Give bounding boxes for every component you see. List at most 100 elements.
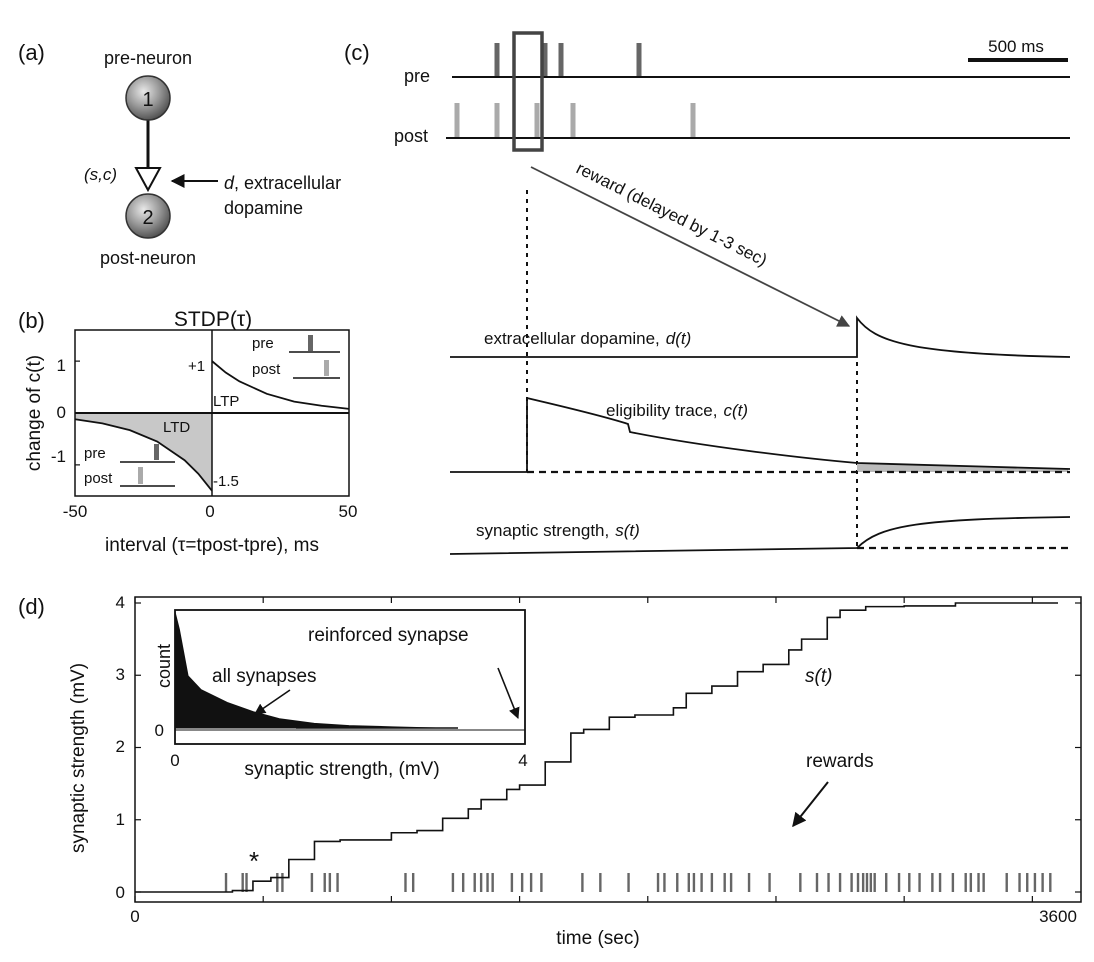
ltd-pre-label: pre: [84, 445, 106, 462]
panel-a: (a) pre-neuron 1 (s,c) d, extracellular …: [18, 40, 341, 268]
stdp-xtick-neg50: -50: [63, 502, 88, 521]
d-ylabel: synaptic strength (mV): [68, 663, 89, 853]
panel-b: (b) STDP(τ) 1 0 -1 -50 0 50 change of c(…: [18, 308, 357, 556]
panel-d: (d) 0 1 2 3 4 0 3600 time (sec) synaptic…: [18, 593, 1082, 949]
synapse-label: (s,c): [84, 165, 117, 184]
d-ytick-2: 2: [116, 737, 125, 756]
strength-trace-text: synaptic strength,: [476, 521, 609, 540]
stdp-ylabel: change of c(t): [24, 355, 45, 471]
inset-ytick-0: 0: [155, 721, 164, 740]
post-spike-1: [494, 103, 500, 137]
eligibility-trace-var: c(t): [724, 401, 749, 420]
strength-trace-label: synaptic strength,s(t): [476, 521, 640, 540]
dopamine-trace-label: extracellular dopamine, d(t): [484, 329, 691, 348]
ltd-label: LTD: [163, 419, 190, 436]
stdp-title: STDP(τ): [174, 308, 252, 331]
post-spike-2: [534, 103, 540, 137]
inset-xtick-4: 4: [518, 751, 527, 770]
reinforced-synapse-label: reinforced synapse: [308, 625, 469, 646]
ltp-post-label: post: [252, 361, 281, 378]
all-synapses-arrow-icon: [254, 689, 291, 715]
post-neuron-circle: [125, 193, 171, 239]
ltd-shaded-area: [75, 413, 212, 491]
post-spike-3: [570, 103, 576, 137]
post-spikes: [454, 103, 696, 137]
pre-neuron-circle: [125, 75, 171, 121]
panel-c-label: (c): [344, 40, 370, 65]
inset: 0 0 4 synaptic strength, (mV) count all …: [154, 609, 528, 780]
rewards-label: rewards: [806, 751, 874, 772]
dopamine-text2: dopamine: [224, 198, 303, 218]
ltp-pre-label: pre: [252, 335, 274, 352]
ltp-pre-spike: [308, 335, 313, 351]
raster-pre-label: pre: [404, 66, 430, 86]
scale-bar-label: 500 ms: [988, 37, 1044, 56]
d-ytick-3: 3: [116, 665, 125, 684]
d-ytick-0: 0: [116, 883, 125, 902]
stdp-ytick-neg1: -1: [51, 447, 66, 466]
synapse-triangle-icon: [134, 167, 162, 193]
dopamine-label: d, extracellular: [224, 173, 341, 193]
stdp-ytick-1: 1: [57, 356, 66, 375]
dopamine-trace-var: d(t): [666, 329, 692, 348]
d-xtick-3600: 3600: [1039, 907, 1077, 926]
inset-xlabel: synaptic strength, (mV): [244, 759, 439, 780]
stdp-ytick-0: 0: [57, 403, 66, 422]
d-xtick-0: 0: [130, 907, 139, 926]
d-ytick-4: 4: [116, 593, 125, 612]
ltd-post-label: post: [84, 470, 113, 487]
dopamine-trace-line: [450, 315, 1071, 358]
post-spike-0: [454, 103, 460, 137]
stdp-xtick-50: 50: [339, 502, 358, 521]
ltp-label: LTP: [213, 393, 239, 410]
reward-label: reward (delayed by 1-3 sec): [573, 159, 770, 270]
dopamine-trace-text: extracellular dopamine,: [484, 329, 660, 348]
ltd-post-spike: [138, 467, 143, 484]
spike-pair-highlight-box: [512, 31, 544, 152]
star-marker: *: [249, 846, 259, 876]
reward-arrow-icon: [530, 166, 851, 327]
ltp-curve: [211, 360, 350, 410]
rewards-arrow-icon: [792, 781, 829, 828]
s-t-label: s(t): [805, 666, 832, 687]
d-xlabel: time (sec): [556, 928, 639, 949]
post-spike-4: [690, 103, 696, 137]
inset-histogram-area: [174, 611, 437, 729]
reward-ticks: [224, 873, 1052, 892]
reinforced-arrow-icon: [497, 667, 520, 720]
ltd-curve: [74, 418, 213, 492]
dopamine-text: , extracellular: [234, 173, 341, 193]
stdp-frame: [74, 329, 350, 497]
inset-xtick-0: 0: [170, 751, 179, 770]
d-ytick-1: 1: [116, 810, 125, 829]
pre-spike-0: [494, 43, 500, 76]
synaptic-strength-series: [135, 602, 1058, 893]
eligibility-trace-label: eligibility trace, c(t): [606, 401, 748, 420]
neuron-1-number: 1: [142, 89, 153, 111]
ltp-post-spike: [324, 360, 329, 376]
inset-ylabel: count: [154, 644, 174, 688]
plus-one-label: +1: [188, 358, 205, 375]
stdp-xlabel: interval (τ=tpost-tpre), ms: [105, 535, 319, 556]
panel-c: (c) pre post 500 ms reward (delayed by 1…: [344, 31, 1071, 555]
minus-label: -1.5: [213, 473, 239, 490]
panel-a-label: (a): [18, 40, 45, 65]
stdp-xtick-0: 0: [205, 502, 214, 521]
eligibility-trace-text: eligibility trace,: [606, 401, 718, 420]
synaptic-strength-line: [449, 516, 1071, 555]
pre-spikes: [494, 43, 642, 76]
neuron-2-number: 2: [142, 207, 153, 229]
all-synapses-label: all synapses: [212, 666, 317, 687]
pre-spike-3: [636, 43, 642, 76]
ltd-pre-spike: [154, 444, 159, 460]
eligibility-trace-line: [450, 396, 1071, 473]
panel-d-label: (d): [18, 594, 45, 619]
pre-neuron-label: pre-neuron: [104, 48, 192, 68]
pre-spike-2: [558, 43, 564, 76]
post-neuron-label: post-neuron: [100, 248, 196, 268]
panel-b-label: (b): [18, 308, 45, 333]
main-plot-frame: [134, 596, 1082, 903]
raster-post-label: post: [394, 126, 428, 146]
main-plot-ticks: [134, 597, 1081, 902]
